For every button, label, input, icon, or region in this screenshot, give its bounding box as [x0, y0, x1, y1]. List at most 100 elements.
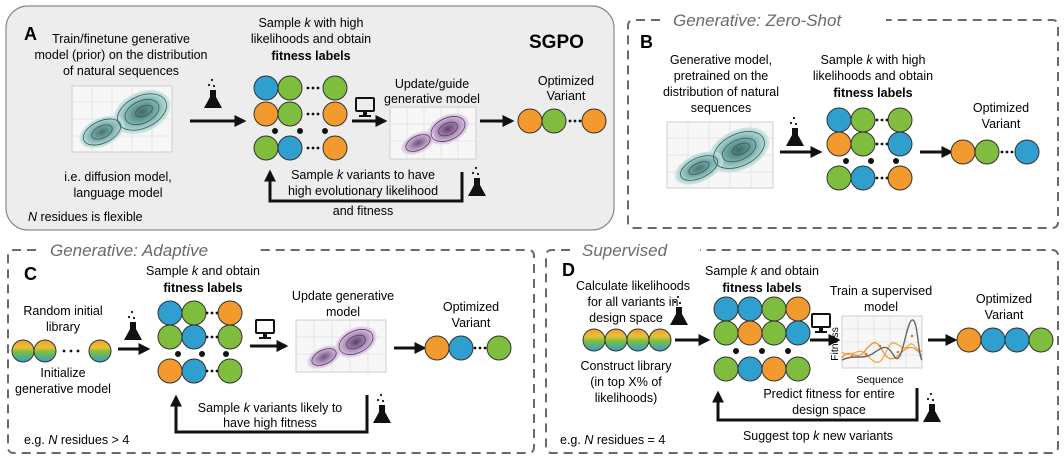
- ellipsis-dots: [272, 86, 328, 150]
- sample-c-line2: fitness labels: [163, 281, 242, 295]
- predict-text-line2: design space: [792, 403, 866, 417]
- panel-a-letter: A: [24, 24, 37, 44]
- computer-monitor-icon: [811, 313, 831, 333]
- feedback-loop-arrow: [170, 394, 369, 434]
- sample-text-line1: Sample k with high: [259, 16, 364, 30]
- optimized-c-line1: Optimized: [443, 300, 499, 314]
- computer-monitor-icon: [355, 97, 375, 117]
- ellipsis-dots: [175, 311, 229, 373]
- density-plot-pretrained: [666, 121, 774, 189]
- sample-b-line3: fitness labels: [833, 86, 912, 100]
- ellipsis-dots: [62, 349, 80, 353]
- flask-icon: [124, 310, 142, 340]
- flask-icon: [204, 78, 222, 108]
- optimized-b-line2: Variant: [982, 117, 1021, 131]
- fitness-plot: [841, 315, 923, 369]
- loop-text-line1: Sample k variants to have: [291, 168, 435, 182]
- panel-d-letter: D: [562, 260, 575, 280]
- update-c-line2: model: [326, 305, 360, 319]
- ellipsis-dots: [568, 119, 582, 123]
- optimized-variant-a: [517, 108, 607, 134]
- construct-text-line1: Construct library: [581, 359, 673, 373]
- model-text-line2: language model: [74, 186, 163, 200]
- optimized-d-line2: Variant: [985, 308, 1024, 322]
- calc-text-line1: Calculate likelihoods: [576, 279, 690, 293]
- sample-b-line2: likelihoods and obtain: [813, 69, 933, 83]
- computer-monitor-icon: [255, 319, 275, 339]
- panel-a-tag: SGPO: [529, 32, 584, 53]
- variant-grid-c: [157, 300, 243, 384]
- variant-grid-d: [713, 296, 811, 382]
- eg-d-text: e.g. N residues = 4: [560, 433, 665, 447]
- train-text-line1: Train/finetune generative: [52, 32, 190, 46]
- flask-icon: [468, 166, 486, 196]
- suggest-text: Suggest top k new variants: [743, 429, 893, 443]
- panel-c-letter: C: [24, 264, 37, 284]
- calc-text-line2: for all variants in: [587, 295, 678, 309]
- flask-icon: [786, 116, 804, 146]
- density-plot-guided: [389, 106, 477, 160]
- optimized-text-line2: Variant: [547, 89, 586, 103]
- train-sup-line2: model: [864, 300, 898, 314]
- update-c-line1: Update generative: [292, 289, 394, 303]
- construct-text-line3: likelihoods): [595, 391, 658, 405]
- n-residues-text: N residues is flexible: [28, 210, 143, 224]
- loop-c-line2: have high fitness: [223, 416, 317, 430]
- predict-text-line1: Predict fitness for entire: [763, 387, 894, 401]
- sample-c-line1: Sample k and obtain: [146, 264, 260, 278]
- variant-grid-b: [826, 107, 913, 191]
- gen-text-line2: pretrained on the: [674, 69, 769, 83]
- init-text-line1: Initialize: [40, 366, 85, 380]
- construct-text-line2: (in top X% of: [590, 375, 662, 389]
- sample-b-line1: Sample k with high: [821, 53, 926, 67]
- flask-icon: [923, 392, 941, 422]
- train-text-line3: of natural sequences: [63, 64, 179, 78]
- flask-icon: [670, 295, 688, 325]
- density-plot-prior: [71, 85, 173, 153]
- train-sup-line1: Train a supervised: [830, 284, 932, 298]
- eg-c-text: e.g. N residues > 4: [24, 433, 129, 447]
- optimized-d-line1: Optimized: [976, 292, 1032, 306]
- variant-grid-a: [253, 75, 348, 161]
- ellipsis-dots: [473, 346, 487, 350]
- random-text-line1: Random initial: [23, 304, 102, 318]
- panel-b-border: [627, 19, 1059, 229]
- panel-d-border: [545, 249, 1059, 454]
- init-text-line2: generative model: [15, 382, 111, 396]
- ellipsis-dots: [843, 118, 899, 180]
- optimized-variant-d: [956, 327, 1054, 353]
- flask-icon: [373, 393, 391, 423]
- optimized-c-line2: Variant: [452, 316, 491, 330]
- gen-text-line4: sequences: [691, 101, 751, 115]
- optimized-text-line1: Optimized: [538, 74, 594, 88]
- panel-d-title: Supervised: [582, 241, 668, 260]
- train-text-line2: model (prior) on the distribution: [35, 48, 208, 62]
- panel-c-border: [7, 249, 535, 454]
- sample-text-line3: fitness labels: [271, 49, 350, 63]
- gen-text-line1: Generative model,: [670, 53, 772, 67]
- sequence-axis-label: Sequence: [856, 374, 903, 386]
- ellipsis-dots: [1000, 150, 1014, 154]
- loop-c-line1: Sample k variants likely to: [198, 401, 343, 415]
- sample-text-line2: likelihoods and obtain: [251, 32, 371, 46]
- ellipsis-dots: [733, 348, 791, 354]
- sample-d-line1: Sample k and obtain: [705, 264, 819, 278]
- loop-text-line3: and fitness: [333, 204, 393, 218]
- panel-b-letter: B: [640, 32, 653, 52]
- random-library: [11, 339, 112, 363]
- loop-text-line2: high evolutionary likelihood: [288, 184, 438, 198]
- gen-text-line3: distribution of natural: [663, 85, 779, 99]
- calc-text-line3: design space: [589, 311, 663, 325]
- panel-b-title: Generative: Zero-Shot: [673, 11, 842, 30]
- optimized-b-line1: Optimized: [973, 101, 1029, 115]
- optimized-variant-b: [950, 139, 1040, 165]
- update-text-line2: generative model: [384, 92, 480, 106]
- update-text-line1: Update/guide: [395, 77, 469, 91]
- design-space-library: [582, 328, 672, 352]
- model-text-line1: i.e. diffusion model,: [64, 170, 171, 184]
- fitness-axis-label: Fitness: [829, 327, 841, 361]
- feedback-loop-arrow: [712, 388, 919, 422]
- feedback-loop-arrow: [264, 169, 464, 203]
- sample-d-line2: fitness labels: [722, 281, 801, 295]
